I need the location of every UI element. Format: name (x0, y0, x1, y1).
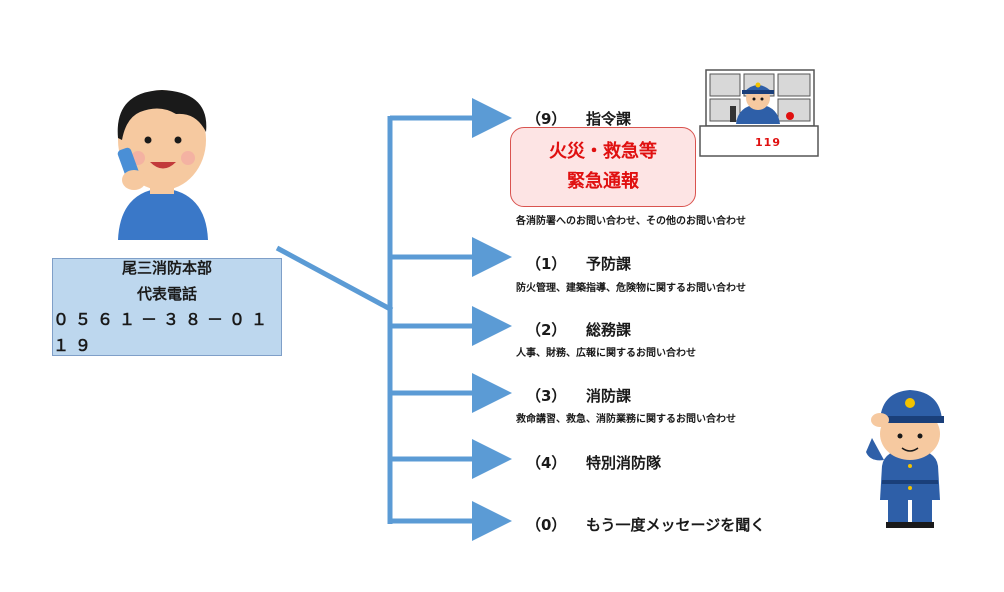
menu-description-1: 防火管理、建築指導、危険物に関するお問い合わせ (516, 283, 746, 294)
menu-item-2: （2） 総務課 (526, 319, 631, 340)
menu-item-1: （1） 予防課 (526, 253, 631, 274)
headquarters-label: 代表電話 (136, 285, 197, 303)
menu-name: もう一度メッセージを聞く (586, 516, 766, 534)
menu-name: 消防課 (586, 387, 632, 405)
emergency-line-1: 火災・救急等 (549, 141, 657, 162)
menu-name: 特別消防隊 (586, 454, 662, 472)
menu-item-4: （4） 特別消防隊 (526, 452, 661, 473)
dispatcher-illustration (699, 69, 819, 157)
menu-name: 指令課 (586, 110, 632, 128)
menu-description-3: 救命講習、救急、消防業務に関するお問い合わせ (516, 414, 736, 425)
menu-item-0: （0） もう一度メッセージを聞く (526, 514, 765, 535)
menu-description-9: 各消防署へのお問い合わせ、その他のお問い合わせ (516, 216, 746, 227)
menu-key: （3） (526, 387, 567, 405)
emergency-line-2: 緊急通報 (567, 171, 639, 192)
headquarters-name: 尾三消防本部 (121, 259, 212, 277)
connector-line (275, 245, 394, 313)
menu-key: （0） (526, 516, 567, 534)
menu-name: 総務課 (586, 321, 632, 339)
menu-name: 予防課 (586, 255, 632, 273)
menu-item-3: （3） 消防課 (526, 385, 631, 406)
headquarters-phone-box: 尾三消防本部 代表電話 ０５６１－３８－０１１９ (52, 258, 282, 356)
menu-description-2: 人事、財務、広報に関するお問い合わせ (516, 348, 696, 359)
control-room-sign: 119 (755, 136, 781, 149)
menu-key: （2） (526, 321, 567, 339)
headquarters-phone-number: ０５６１－３８－０１１９ (53, 310, 274, 355)
menu-key: （9） (526, 110, 567, 128)
firefighter-salute-illustration (866, 390, 944, 528)
menu-item-9: （9） 指令課 (526, 108, 631, 129)
menu-key: （1） (526, 255, 567, 273)
emergency-notice-box: 火災・救急等 緊急通報 (510, 127, 696, 207)
caller-illustration (117, 90, 208, 240)
menu-key: （4） (526, 454, 567, 472)
